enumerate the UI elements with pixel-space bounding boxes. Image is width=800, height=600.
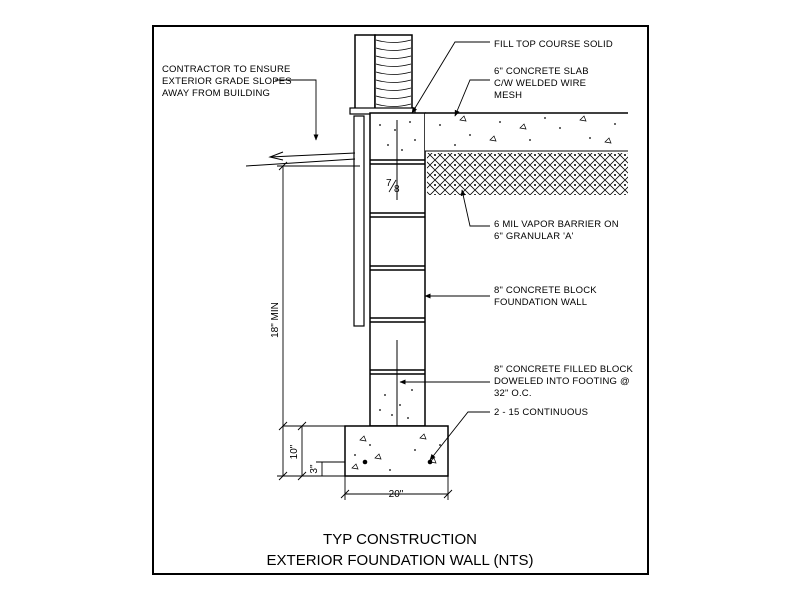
concrete-footing [344,425,449,477]
dim-footing-thickness: 10" [289,444,300,459]
dim-height-min: 18" MIN [270,302,281,338]
dim-rebar-cover: 3" [309,464,320,474]
block-foundation-wall [369,112,430,465]
concrete-slab [425,112,628,152]
granular-fill [427,153,628,195]
note-vapor-barrier: 6 MIL VAPOR BARRIER ON 6" GRANULAR 'A' [494,219,622,242]
note-filled-block: 8" CONCRETE FILLED BLOCK DOWELED INTO FO… [494,364,636,399]
note-top-course: FILL TOP COURSE SOLID [494,39,613,50]
exterior-parging [353,115,365,327]
note-rebar: 2 - 15 CONTINUOUS [494,407,588,418]
upper-wall [349,34,416,115]
note-slab: 6" CONCRETE SLAB C/W WELDED WIRE MESH [494,66,592,101]
drawing-border [152,25,649,575]
dimension-lines [277,161,453,500]
note-block-wall: 8" CONCRETE BLOCK FOUNDATION WALL [494,285,600,308]
exterior-grade [245,151,356,167]
dim-anchor-num: 7 [386,178,392,189]
title-line-1: TYP CONSTRUCTION [323,531,477,548]
insulation-hatch [375,39,412,107]
title-line-2: EXTERIOR FOUNDATION WALL (NTS) [267,552,534,569]
note-grade: CONTRACTOR TO ENSURE EXTERIOR GRADE SLOP… [162,64,295,99]
dim-anchor-den: 8 [394,184,400,195]
leader-lines [275,41,490,461]
dim-footing-width: 20" [389,489,404,500]
